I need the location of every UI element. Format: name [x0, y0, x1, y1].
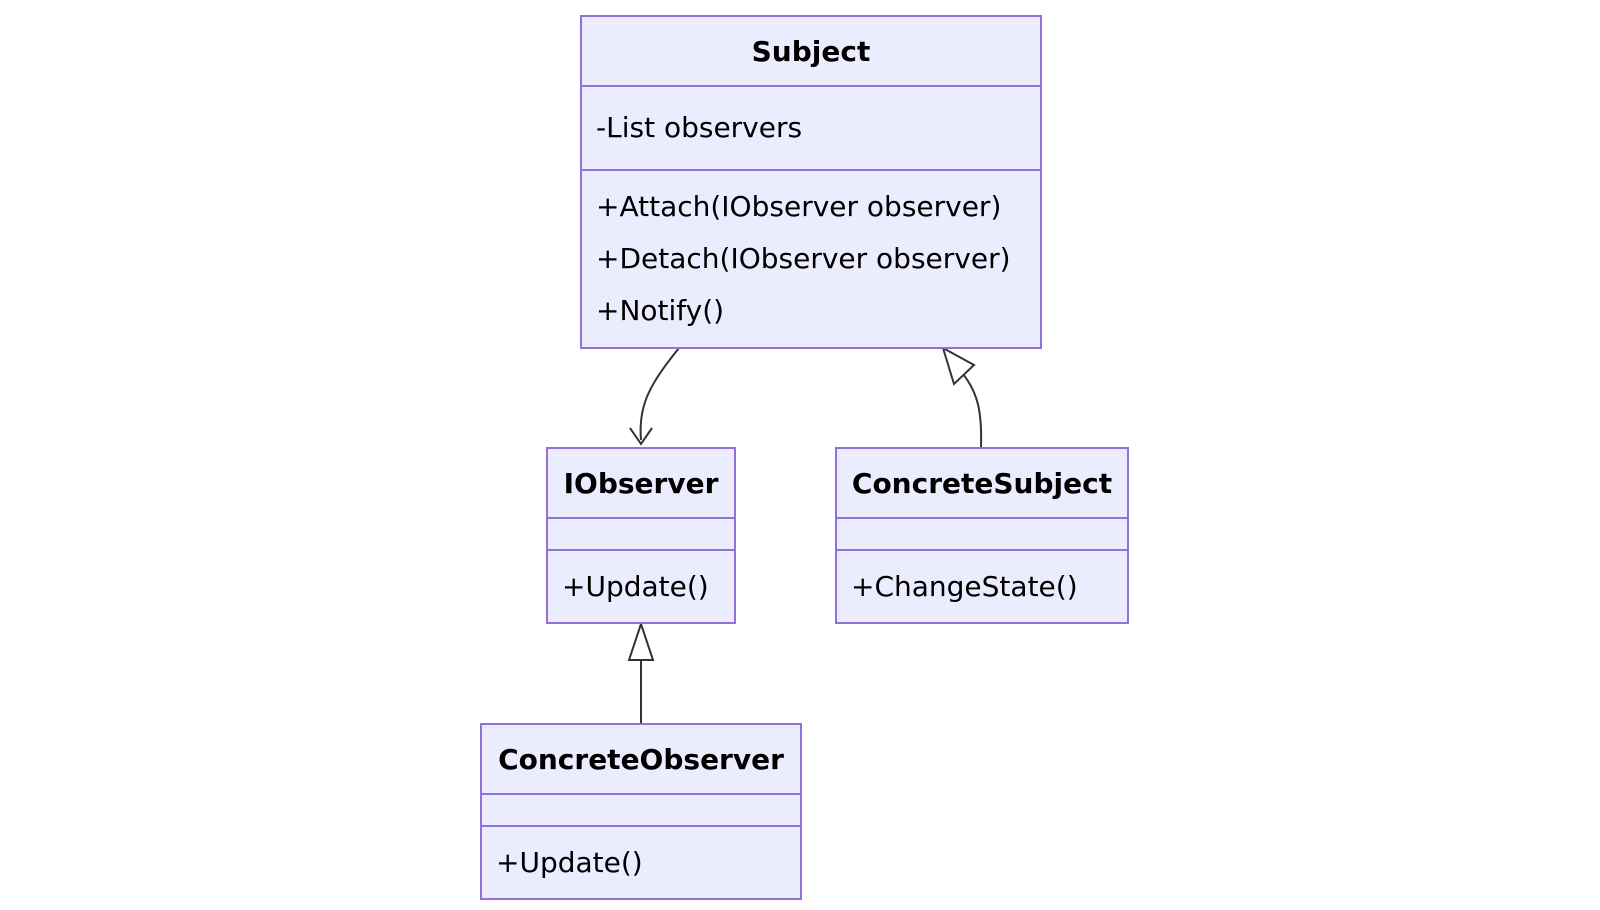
- method: +Update(): [562, 569, 709, 603]
- method: +Attach(IObserver observer): [596, 190, 1002, 223]
- methods-section: +ChangeState(): [837, 551, 1127, 622]
- class-name: ConcreteObserver: [482, 725, 800, 795]
- class-name: Subject: [582, 17, 1040, 87]
- inheritance-triangle: [941, 345, 976, 386]
- edge-concretesubject-to-subject: [962, 373, 983, 448]
- method: +Notify(): [596, 294, 725, 327]
- class-name: ConcreteSubject: [837, 449, 1127, 519]
- method: +ChangeState(): [851, 569, 1078, 603]
- method: +Detach(IObserver observer): [596, 242, 1011, 275]
- edge-subject-to-iobserver: [639, 347, 680, 441]
- arrowhead-open: [629, 427, 653, 446]
- attributes-section: -List observers: [582, 87, 1040, 171]
- class-name: IObserver: [548, 449, 734, 519]
- class-concreteobserver[interactable]: ConcreteObserver +Update(): [480, 723, 802, 900]
- attributes-section: [548, 519, 734, 551]
- inheritance-triangle: [627, 620, 655, 661]
- class-subject[interactable]: Subject -List observers +Attach(IObserve…: [580, 15, 1042, 349]
- methods-section: +Attach(IObserver observer) +Detach(IObs…: [582, 171, 1040, 347]
- method: +Update(): [496, 845, 643, 879]
- methods-section: +Update(): [482, 827, 800, 898]
- attribute: -List observers: [596, 111, 803, 144]
- class-concretesubject[interactable]: ConcreteSubject +ChangeState(): [835, 447, 1129, 624]
- attributes-section: [482, 795, 800, 827]
- methods-section: +Update(): [548, 551, 734, 622]
- class-iobserver[interactable]: IObserver +Update(): [546, 447, 736, 624]
- attributes-section: [837, 519, 1127, 551]
